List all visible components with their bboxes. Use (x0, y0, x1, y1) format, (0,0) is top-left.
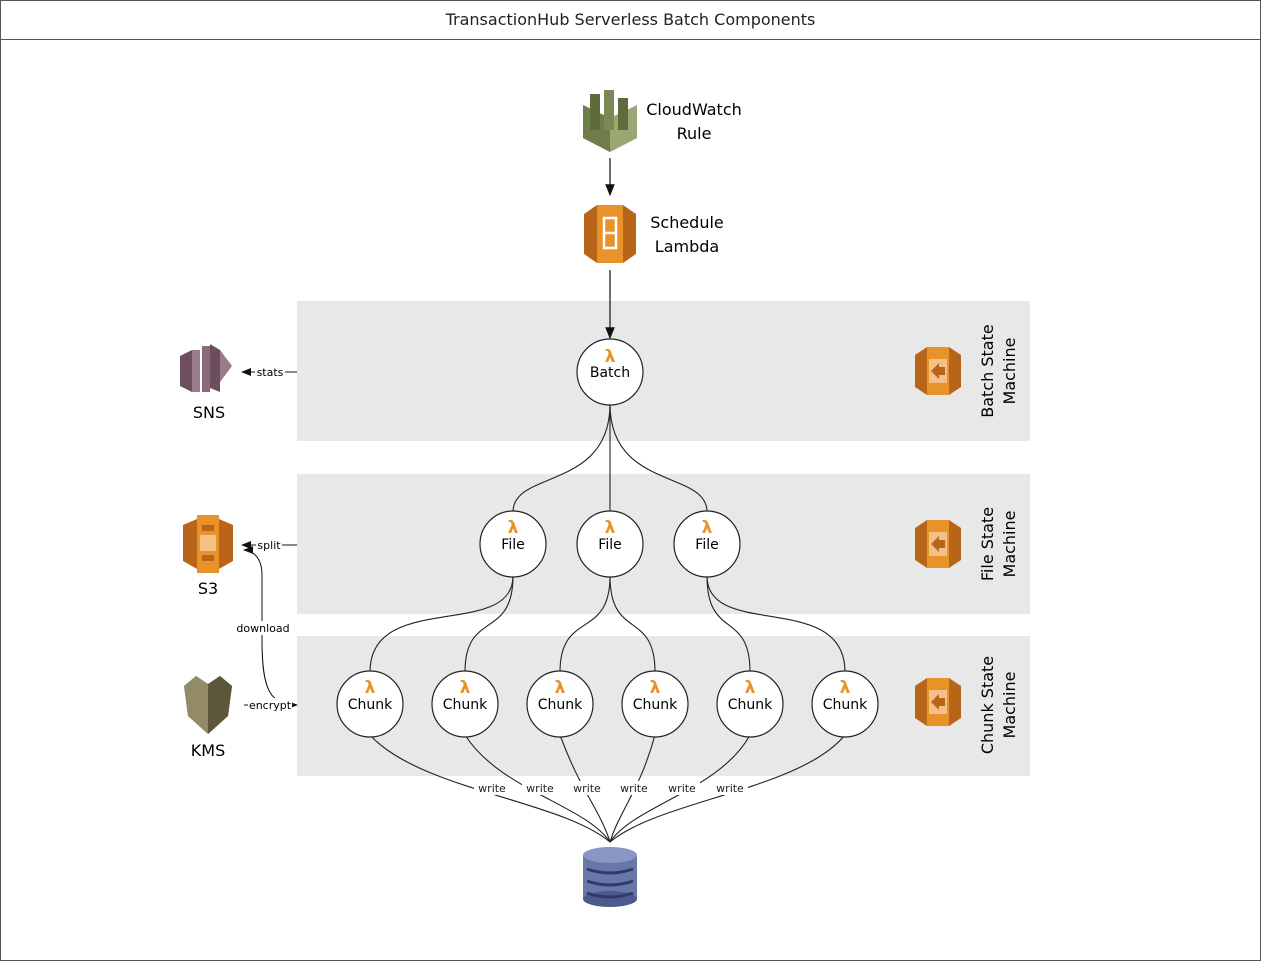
lambda-icon (584, 205, 636, 263)
s3-label: S3 (198, 579, 218, 598)
stats-label: stats (257, 366, 284, 379)
write-label-3: write (573, 782, 601, 795)
s3-icon (183, 515, 233, 573)
chunk-label: Chunk (633, 697, 678, 713)
file-to-chunk-connectors (369, 575, 846, 673)
svg-text:Machine: Machine (1000, 338, 1019, 405)
chunk-label: Chunk (348, 697, 393, 713)
step-functions-icon (915, 678, 961, 726)
encrypt-label: encrypt (249, 699, 292, 712)
write-label-6: write (716, 782, 744, 795)
kms-label: KMS (191, 741, 225, 760)
lambda-symbol: λ (702, 518, 713, 538)
schedule-subtitle: Lambda (655, 237, 719, 256)
write-label-2: write (526, 782, 554, 795)
chunk-lambda-node[interactable]: λ Chunk (621, 670, 689, 738)
file-label: File (695, 537, 718, 553)
lambda-symbol: λ (605, 347, 616, 367)
file-lambda-node[interactable]: λ File (479, 510, 547, 578)
batch-lane (297, 301, 1030, 441)
lambda-symbol: λ (650, 678, 661, 698)
database-icon (583, 847, 637, 907)
cloudwatch-subtitle: Rule (677, 124, 712, 143)
chunk-lambda-node[interactable]: λ Chunk (811, 670, 879, 738)
file-lane (297, 474, 1030, 614)
diagram-title: TransactionHub Serverless Batch Componen… (1, 1, 1260, 40)
file-label: File (598, 537, 621, 553)
chunk-label: Chunk (538, 697, 583, 713)
step-functions-icon (915, 520, 961, 568)
sns-icon (180, 344, 232, 392)
kms-icon (184, 676, 232, 734)
sns-label: SNS (193, 403, 225, 422)
chunk-label: Chunk (823, 697, 868, 713)
chunk-label: Chunk (443, 697, 488, 713)
svg-text:Batch State: Batch State (978, 324, 997, 417)
lambda-symbol: λ (460, 678, 471, 698)
download-label: download (236, 622, 289, 635)
write-label-5: write (668, 782, 696, 795)
svg-text:File State: File State (978, 507, 997, 581)
file-lane-label: File State Machine (978, 507, 1019, 581)
chunk-lambda-node[interactable]: λ Chunk (526, 670, 594, 738)
lambda-symbol: λ (745, 678, 756, 698)
write-labels: write write write write write write (474, 781, 748, 795)
step-functions-icon (915, 347, 961, 395)
split-label: split (257, 539, 281, 552)
cloudwatch-icon (583, 90, 637, 152)
write-label-4: write (620, 782, 648, 795)
batch-to-file-connectors (512, 403, 708, 513)
svg-text:Machine: Machine (1000, 511, 1019, 578)
file-lambda-node[interactable]: λ File (576, 510, 644, 578)
chunk-lane-label: Chunk State Machine (978, 656, 1019, 754)
batch-lane-label: Batch State Machine (978, 324, 1019, 417)
cloudwatch-title: CloudWatch (646, 100, 742, 119)
lambda-symbol: λ (365, 678, 376, 698)
chunk-lambda-node[interactable]: λ Chunk (716, 670, 784, 738)
chunk-lambda-node[interactable]: λ Chunk (431, 670, 499, 738)
svg-text:Machine: Machine (1000, 672, 1019, 739)
lambda-symbol: λ (605, 518, 616, 538)
batch-lambda-node[interactable]: λ Batch (576, 338, 644, 406)
lambda-symbol: λ (840, 678, 851, 698)
schedule-title: Schedule (650, 213, 724, 232)
chunk-lambda-node[interactable]: λ Chunk (336, 670, 404, 738)
chunk-label: Chunk (728, 697, 773, 713)
svg-text:Chunk State: Chunk State (978, 656, 997, 754)
file-lambda-node[interactable]: λ File (673, 510, 741, 578)
lambda-symbol: λ (508, 518, 519, 538)
batch-label: Batch (590, 365, 630, 381)
lambda-symbol: λ (555, 678, 566, 698)
file-label: File (501, 537, 524, 553)
write-label-1: write (478, 782, 506, 795)
